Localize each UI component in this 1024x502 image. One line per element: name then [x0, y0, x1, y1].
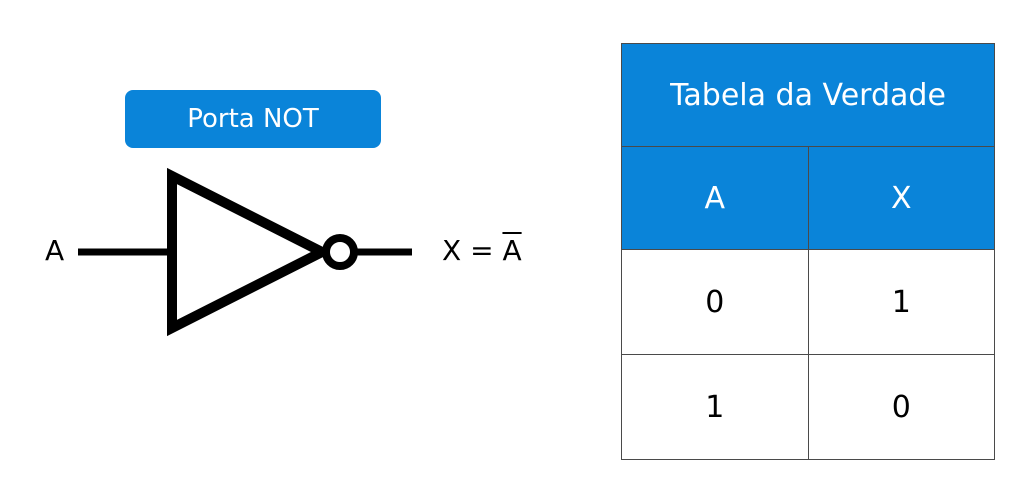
table-cell: 1	[621, 354, 809, 460]
column-header-a: A	[621, 146, 809, 250]
truth-table: Tabela da Verdade A X 0 1 1 0	[621, 43, 995, 460]
table-cell: 0	[621, 249, 809, 355]
gate-triangle	[167, 167, 334, 337]
output-expression: X = A	[442, 234, 522, 267]
table-row: 1 0	[621, 354, 995, 460]
column-header-x: X	[807, 146, 995, 250]
input-label: A	[45, 234, 65, 267]
output-negated-input: A	[502, 234, 522, 267]
inversion-bubble	[322, 234, 358, 270]
table-cell: 0	[807, 354, 995, 460]
truth-table-title: Tabela da Verdade	[621, 43, 995, 147]
gate-title-badge: Porta NOT	[125, 90, 381, 148]
not-gate-symbol	[78, 167, 412, 337]
output-prefix: X =	[442, 234, 503, 267]
table-cell: 1	[807, 249, 995, 355]
table-row: 0 1	[621, 249, 995, 355]
